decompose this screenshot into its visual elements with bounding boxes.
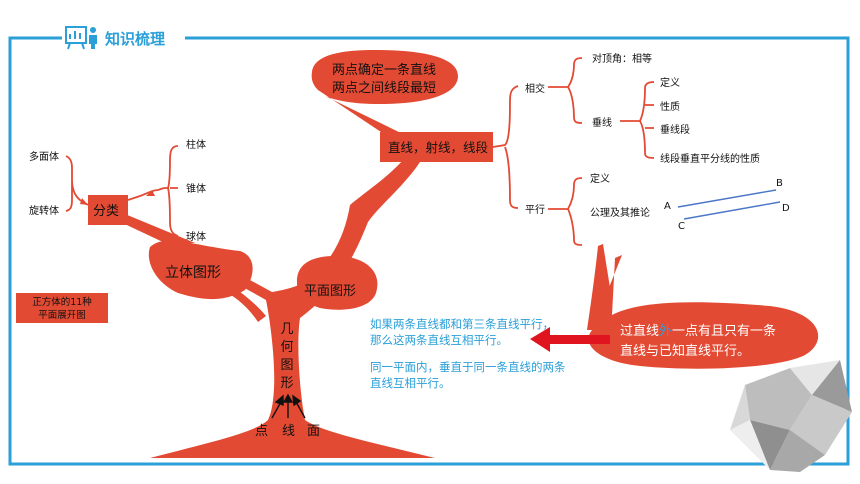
plane-label: 面: [307, 424, 320, 439]
root-char-4: 形: [280, 376, 293, 391]
perp-bisector-property: 线段垂直平分线的性质: [660, 152, 760, 165]
bubble-line2: 两点之间线段最短: [332, 81, 436, 96]
classify-box: [88, 195, 128, 225]
sphere-label: 球体: [186, 230, 206, 243]
point-b: B: [776, 178, 783, 189]
parallel-label: 平行: [525, 203, 545, 216]
solid-figure-blob: [148, 240, 253, 300]
note-line3: 同一平面内，垂直于同一条直线的两条: [370, 360, 566, 374]
cube-net-line1: 正方体的11种: [32, 296, 92, 308]
prism-label: 柱体: [186, 138, 206, 151]
cube-net-line2: 平面展开图: [38, 310, 86, 321]
root-char-2: 何: [280, 339, 293, 355]
bracket-lines: [65, 57, 655, 246]
cube-net-box: [16, 293, 108, 323]
perp-property: 性质: [660, 100, 680, 113]
arrow-head: [146, 190, 155, 196]
point-a: A: [664, 201, 671, 212]
point-label: 点: [255, 424, 268, 439]
page-title: 知识梳理: [105, 30, 165, 48]
line-ab: [677, 189, 777, 208]
perpendicular-label: 垂线: [592, 116, 612, 129]
solid-of-revolution-label: 旋转体: [29, 204, 59, 217]
bubble-line1: 两点确定一条直线: [332, 62, 436, 78]
callout-line2: 直线与已知直线平行。: [620, 343, 750, 359]
line-label: 线: [282, 424, 295, 439]
presenter-board-icon: [65, 26, 97, 50]
base-arrows: [271, 393, 306, 419]
frame-border: [8, 36, 850, 466]
parallel-axiom: 公理及其推论: [590, 206, 650, 219]
plane-figure-label: 平面图形: [304, 284, 356, 299]
perp-segment: 垂线段: [660, 123, 690, 136]
vertical-angles-label: 对顶角：相等: [592, 52, 652, 65]
note-line2: 那么这两条直线互相平行。: [370, 333, 508, 347]
root-char-3: 图: [280, 358, 293, 373]
point-d: D: [782, 203, 790, 214]
polyhedron-decoration: [730, 360, 852, 472]
parallel-definition: 定义: [590, 172, 610, 185]
root-char-1: 几: [280, 322, 293, 337]
theorem-bubble: [311, 50, 458, 138]
lines-node-label: 直线，射线，线段: [388, 140, 488, 155]
plane-figure-blob: [296, 255, 378, 310]
note-line4: 直线互相平行。: [370, 376, 451, 390]
solid-figure-tail: [112, 212, 195, 243]
note-line1: 如果两条直线都和第三条直线平行，: [370, 317, 554, 331]
lines-node-box: [380, 132, 493, 162]
solid-figure-label: 立体图形: [165, 265, 221, 281]
cone-label: 锥体: [186, 183, 206, 195]
parallel-lines-figure: A B C D: [664, 178, 790, 232]
classify-label: 分类: [93, 204, 119, 219]
tree-trunk: [150, 158, 435, 458]
line-cd: [683, 201, 781, 220]
polyhedron-label: 多面体: [29, 150, 59, 163]
point-c: C: [678, 221, 685, 232]
callout-blob: [588, 255, 819, 369]
arrow-head: [80, 198, 88, 205]
callout-line1: 过直线外一点有且只有一条: [620, 323, 776, 339]
perp-definition: 定义: [660, 76, 680, 89]
callout-tail: [587, 244, 612, 330]
red-left-arrow: [530, 327, 610, 352]
intersect-label: 相交: [525, 82, 545, 95]
